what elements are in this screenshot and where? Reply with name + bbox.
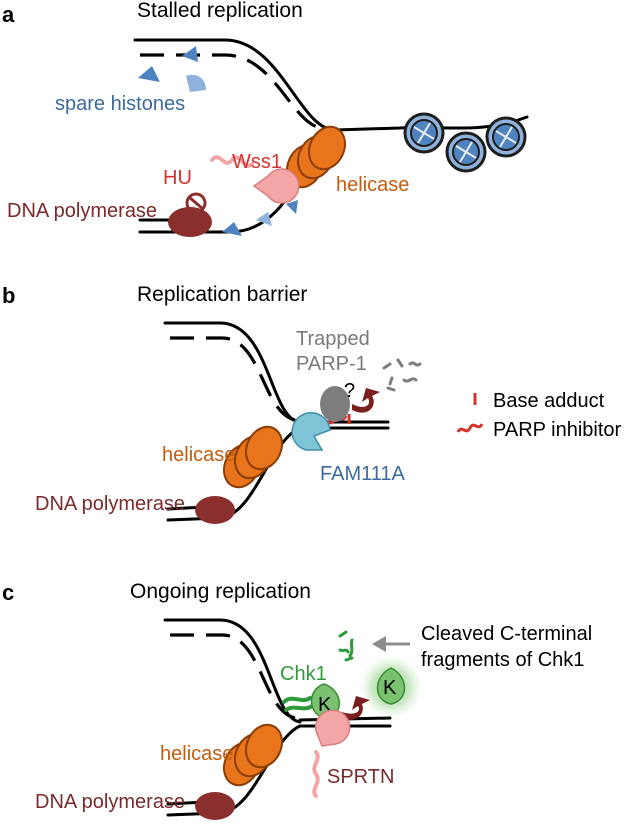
cleaved-label-line1: Cleaved C-terminal bbox=[421, 623, 592, 645]
sprtn-protein bbox=[312, 709, 351, 798]
polymerase-b-label: DNA polymerase bbox=[35, 493, 185, 515]
helicase-c-label: helicase bbox=[160, 743, 233, 765]
deposited-histone-icons bbox=[222, 200, 298, 236]
cleaved-chk1-fragments bbox=[338, 630, 354, 662]
polymerase-c bbox=[195, 792, 235, 820]
spare-histone-icons bbox=[138, 46, 206, 92]
panel-b-top-strands bbox=[163, 321, 302, 424]
fam111a-protein bbox=[291, 411, 331, 451]
panel-a: a Stalled replication bbox=[2, 0, 529, 237]
free-kinase-k: K bbox=[383, 677, 397, 699]
cleavage-arrow-c bbox=[342, 696, 370, 720]
panel-b-legend: Base adduct PARP inhibitor bbox=[456, 390, 622, 441]
legend-parp-inhibitor: PARP inhibitor bbox=[493, 419, 622, 441]
panel-b-title: Replication barrier bbox=[137, 283, 307, 306]
pointer-arrow bbox=[372, 636, 410, 652]
parp1-label: PARP-1 bbox=[296, 353, 367, 375]
polymerase-c-label: DNA polymerase bbox=[35, 791, 185, 813]
panel-a-top-strands bbox=[133, 38, 337, 132]
panel-c-top-strands bbox=[163, 618, 302, 724]
free-kinase-domain bbox=[376, 667, 406, 705]
helicase-c bbox=[223, 723, 283, 787]
panel-b: b Replication barrier Trapped PARP-1 ? bbox=[2, 283, 622, 524]
cleaved-label-line2: fragments of Chk1 bbox=[421, 649, 584, 671]
panel-a-letter: a bbox=[2, 2, 15, 27]
panel-c: c Ongoing replication K K Chk1 bbox=[2, 580, 592, 820]
question-mark: ? bbox=[344, 380, 355, 402]
helicase-a bbox=[286, 125, 346, 189]
helicase-b-label: helicase bbox=[162, 444, 235, 466]
polymerase-a bbox=[168, 207, 212, 237]
sprtn-label: SPRTN bbox=[327, 766, 394, 788]
helicase-a-label: helicase bbox=[336, 174, 409, 196]
fam111a-label: FAM111A bbox=[320, 463, 406, 485]
spare-histones-label: spare histones bbox=[55, 93, 185, 115]
panel-a-title: Stalled replication bbox=[137, 0, 303, 22]
hu-inhibitor-icon bbox=[185, 192, 207, 214]
chk1-label: Chk1 bbox=[280, 663, 327, 685]
helicase-b bbox=[223, 425, 283, 489]
nucleosome-2 bbox=[445, 131, 487, 173]
wss1-label: Wss1 bbox=[232, 151, 282, 173]
trapped-label: Trapped bbox=[296, 328, 370, 350]
panel-c-letter: c bbox=[2, 580, 14, 605]
polymerase-b bbox=[195, 496, 235, 524]
nucleosome-1 bbox=[403, 112, 445, 154]
wss1-protein bbox=[210, 155, 300, 204]
cleaved-parp-fragments bbox=[382, 358, 422, 392]
nucleosome-3 bbox=[485, 116, 527, 158]
legend-base-adduct: Base adduct bbox=[493, 390, 605, 412]
panel-b-letter: b bbox=[2, 283, 15, 308]
hu-label: HU bbox=[163, 167, 192, 189]
trapped-parp1 bbox=[320, 386, 350, 422]
cleavage-arrow-b bbox=[352, 388, 380, 413]
parp-inhibitor-icon bbox=[456, 423, 484, 433]
polymerase-a-label: DNA polymerase bbox=[7, 200, 157, 222]
panel-c-title: Ongoing replication bbox=[130, 580, 311, 603]
